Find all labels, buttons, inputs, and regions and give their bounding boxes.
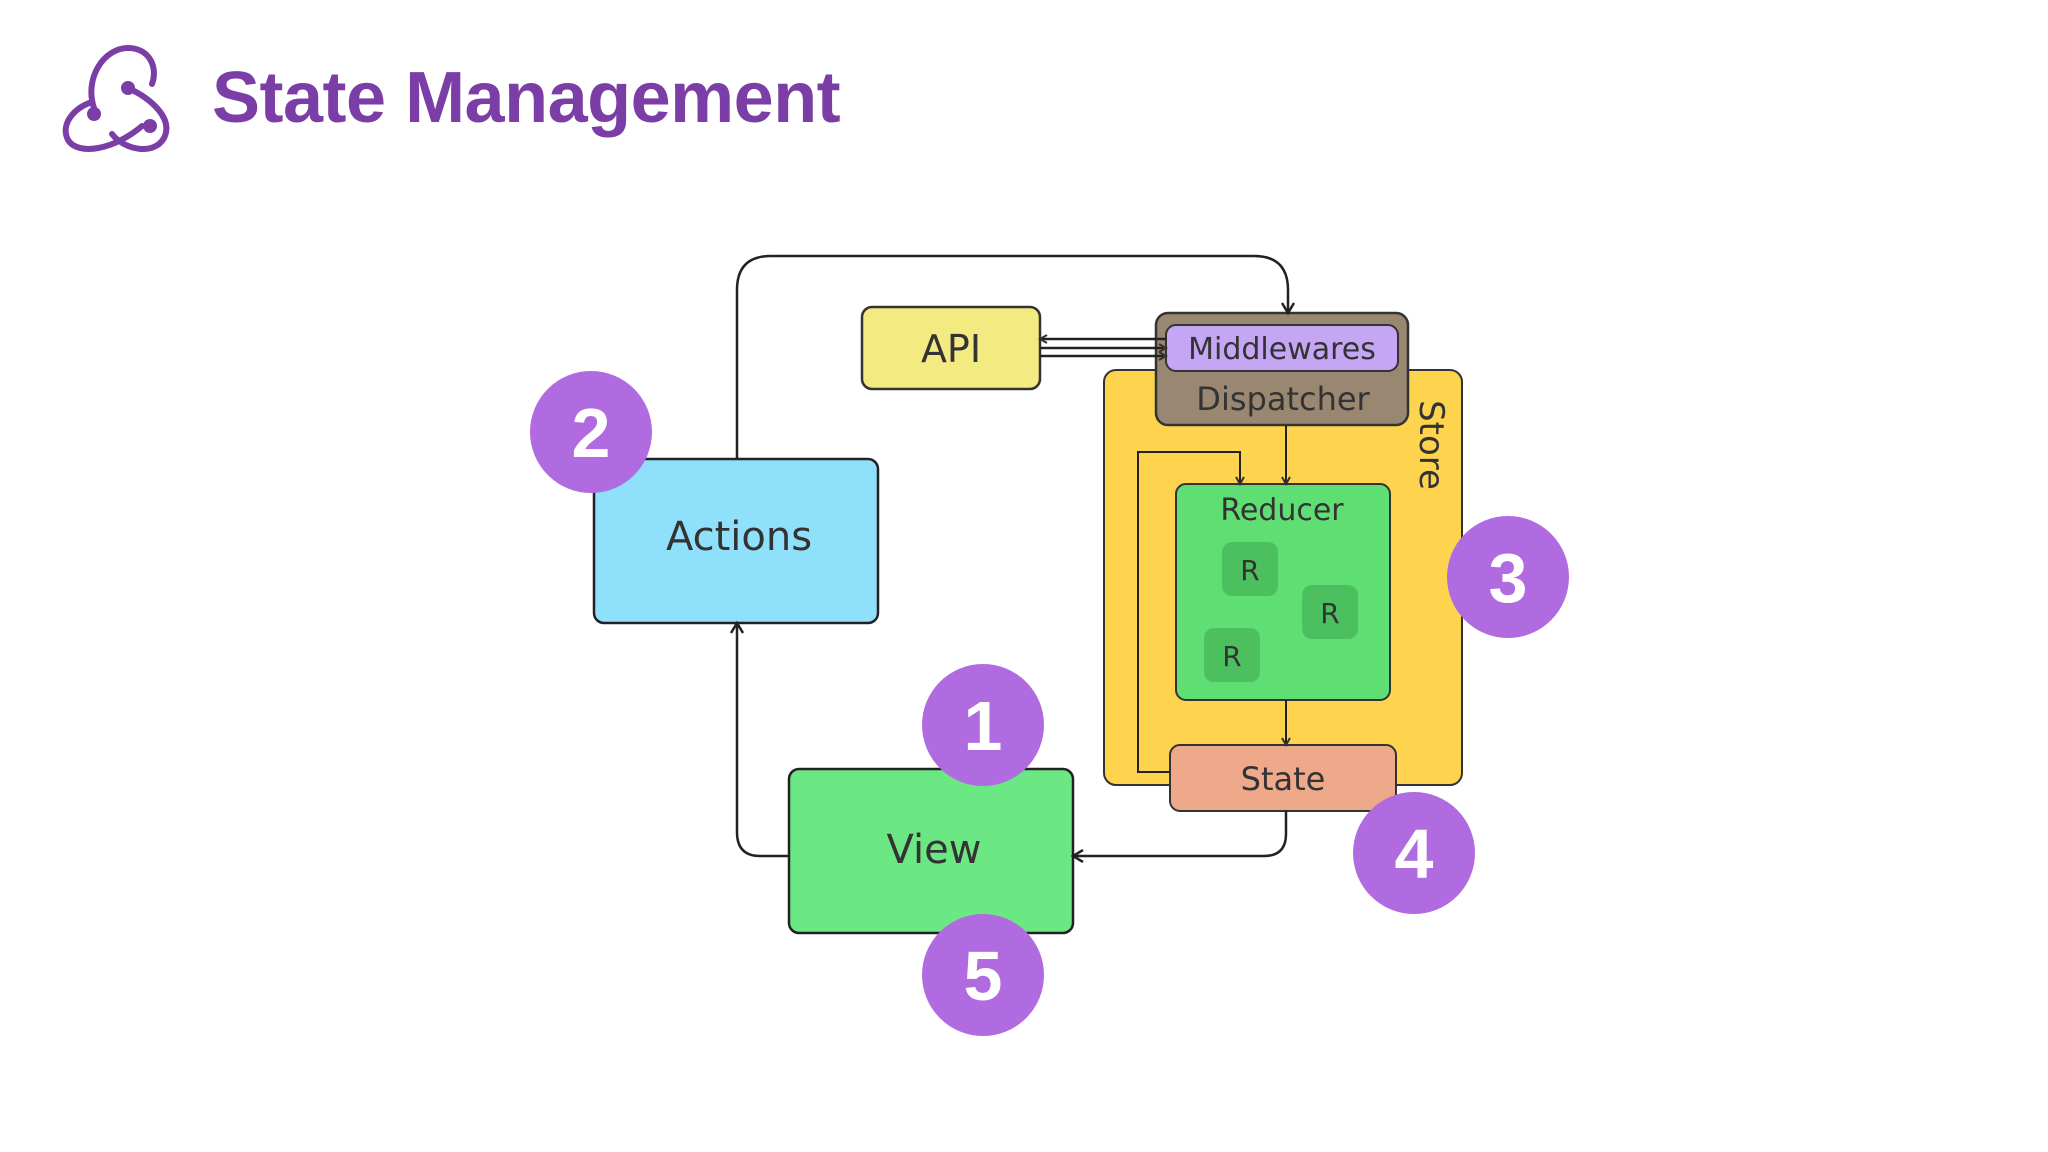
reducer-item <box>1222 542 1278 596</box>
step-badge-5: 5 <box>922 914 1044 1036</box>
reducer-item <box>1302 585 1358 639</box>
reducer-label: Reducer <box>1220 493 1344 528</box>
reducer-item-label: R <box>1240 554 1259 587</box>
reducer-item-label: R <box>1222 640 1241 673</box>
api-box: API <box>860 305 1042 391</box>
step-badge-label: 1 <box>964 687 1003 765</box>
state-box: State <box>1169 744 1397 812</box>
step-badge-2: 2 <box>530 371 652 493</box>
redux-logo-icon <box>62 44 170 152</box>
step-badge-label: 5 <box>964 937 1003 1015</box>
actions-to-dispatcher-arrow <box>735 254 1288 459</box>
dispatcher-label: Dispatcher <box>1196 380 1370 418</box>
state-to-reducer-arrow <box>1137 451 1240 773</box>
store-label: Store <box>1411 400 1451 490</box>
view-box: View <box>787 767 1075 935</box>
flow-arrows <box>735 254 1288 858</box>
api-label: API <box>921 327 981 371</box>
step-badge-label: 2 <box>572 394 611 472</box>
view-to-actions-arrow <box>737 623 789 858</box>
page-title: State Management <box>212 58 841 138</box>
actions-label: Actions <box>666 514 812 560</box>
actions-box: Actions <box>592 457 880 625</box>
state-to-view-arrow <box>1073 811 1288 856</box>
reducer-box: Reducer R R R <box>1175 483 1391 701</box>
step-badge-3: 3 <box>1447 516 1569 638</box>
state-label: State <box>1241 760 1326 798</box>
reducer-item <box>1204 628 1260 682</box>
middlewares-box: Middlewares <box>1165 324 1399 372</box>
step-badge-1: 1 <box>922 664 1044 786</box>
step-badge-4: 4 <box>1353 792 1475 914</box>
view-label: View <box>887 827 982 873</box>
step-badge-label: 4 <box>1395 815 1434 893</box>
reducer-item-label: R <box>1320 597 1339 630</box>
middlewares-label: Middlewares <box>1188 332 1376 367</box>
slide-header: State Management <box>0 0 2048 160</box>
step-badge-label: 3 <box>1489 539 1528 617</box>
